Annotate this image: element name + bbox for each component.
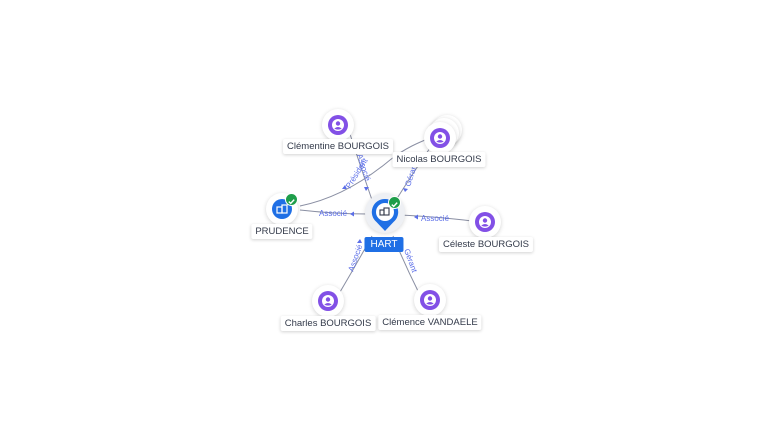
person-icon (328, 115, 348, 135)
arrowhead (350, 211, 354, 217)
edge-label-celeste-hart: Associé (421, 214, 450, 223)
node-celeste-bourgois[interactable] (469, 206, 501, 238)
node-clementine-bourgois[interactable] (322, 109, 354, 141)
person-icon (318, 291, 338, 311)
arrowhead (342, 185, 347, 189)
arrowhead (403, 188, 408, 192)
arrowhead (414, 214, 418, 220)
arrowhead (364, 187, 369, 191)
node-label: Clémentine BOURGOIS (283, 139, 393, 154)
node-label: Charles BOURGOIS (280, 316, 376, 331)
node-nicolas-bourgois[interactable] (424, 115, 464, 156)
edge-label-charles-hart: Associé (346, 243, 364, 273)
node-charles-bourgois[interactable] (312, 285, 344, 317)
arrowhead (357, 239, 362, 243)
person-icon (430, 128, 450, 148)
node-label: PRUDENCE (251, 224, 313, 239)
node-label: Céleste BOURGOIS (438, 237, 534, 252)
edge-prudence-hart (299, 209, 369, 215)
node-label-hart: HART (364, 237, 404, 252)
edge-celeste-hart (399, 214, 473, 222)
node-hart[interactable] (365, 193, 405, 237)
verified-check-icon (285, 193, 298, 206)
edge-prudence-nicolas (299, 137, 431, 207)
node-label: Clémence VANDAELE (378, 315, 482, 330)
node-label: Nicolas BOURGOIS (392, 152, 486, 167)
edge-label-clemence-hart: Gérant (402, 248, 419, 275)
person-icon (475, 212, 495, 232)
verified-check-icon (388, 196, 401, 209)
edge-label-prudence-hart: Associé (319, 209, 348, 218)
node-prudence[interactable] (266, 193, 298, 225)
node-clemence-vandaele[interactable] (414, 284, 446, 316)
person-icon (420, 290, 440, 310)
